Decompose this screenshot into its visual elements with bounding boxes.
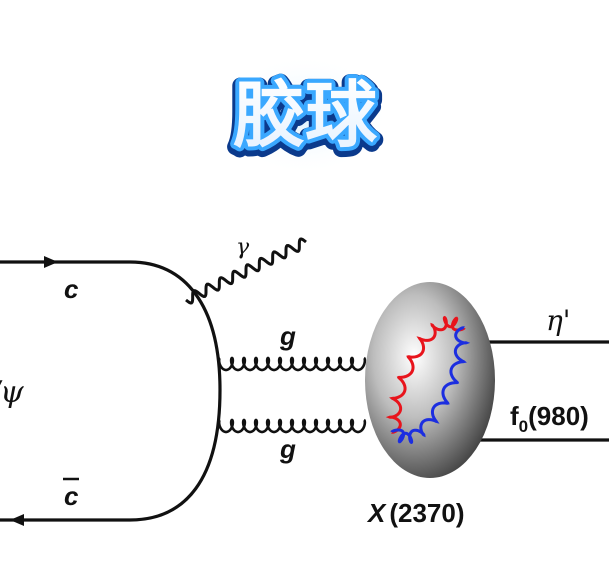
title-badge: 胶球 胶球 胶球 [220, 55, 390, 175]
page-title: 胶球 [233, 73, 378, 157]
red-gluon-loop [385, 315, 466, 434]
resonance-label: X(2370) [366, 498, 465, 528]
f0-sub: 0 [519, 417, 528, 436]
charm-arrow-bottom [10, 514, 24, 526]
title-shadow: 胶球 [233, 76, 378, 160]
gluon-bottom [217, 418, 367, 434]
charm-quark-line [0, 260, 222, 522]
f0-label: f0(980) [510, 401, 589, 436]
gluon-label-top: g [279, 321, 296, 351]
quark-label-bottom-group: c [63, 477, 79, 511]
gluon-top [217, 356, 367, 372]
quark-label-top: c [64, 274, 79, 304]
photon-label: γ [236, 235, 250, 260]
resonance-mass: (2370) [389, 498, 464, 528]
f0-mass: (980) [528, 401, 589, 431]
title-halo [220, 55, 390, 175]
resonance-blob [365, 282, 495, 478]
resonance-name: X [366, 498, 387, 528]
charm-arrow-top [44, 256, 58, 268]
initial-state-label: J/ψ [0, 375, 24, 410]
photon-line [185, 237, 307, 305]
quark-label-bottom: c [64, 481, 79, 511]
blue-gluon-loop [390, 326, 471, 445]
title-glow: 胶球 [233, 73, 378, 157]
gluon-label-bottom: g [279, 434, 296, 464]
eta-prime-label: η' [546, 304, 570, 337]
f0-main: f [510, 401, 519, 431]
